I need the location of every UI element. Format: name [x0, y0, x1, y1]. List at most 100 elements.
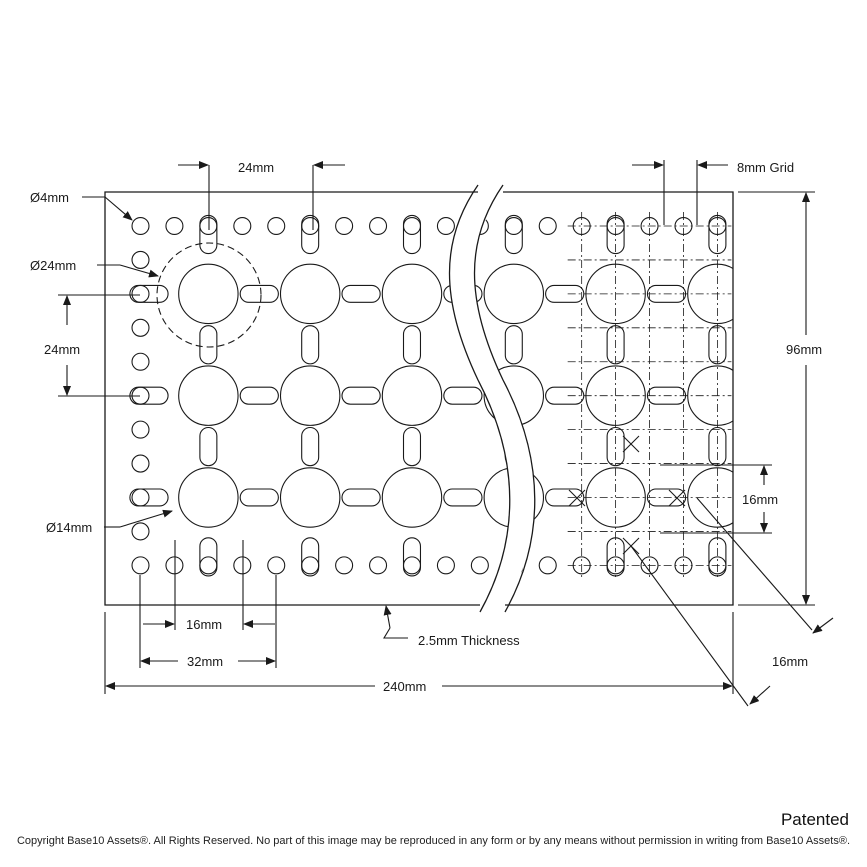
vertical-slot	[504, 537, 510, 577]
horizontal-slot	[239, 386, 279, 405]
horizontal-slot	[239, 284, 279, 303]
break-line-right	[473, 184, 536, 613]
small-hole	[267, 556, 286, 575]
dimension-left-24mm	[58, 294, 140, 397]
small-hole	[131, 420, 150, 439]
horizontal-slot	[545, 386, 585, 405]
cross-mark	[668, 489, 686, 507]
large-hole	[279, 365, 341, 426]
vertical-slot	[504, 426, 523, 467]
grid-centerlines	[567, 212, 732, 578]
label-240mm: 240mm	[383, 679, 426, 694]
small-hole	[402, 556, 422, 575]
vertical-slot	[402, 426, 422, 467]
label-d4: Ø4mm	[30, 190, 69, 205]
large-hole	[279, 263, 341, 325]
vertical-slot	[199, 214, 218, 255]
plate-left-outline	[104, 191, 480, 606]
label-thickness: 2.5mm Thickness	[418, 633, 520, 648]
horizontal-slot	[474, 488, 483, 507]
small-hole	[165, 216, 184, 236]
small-hole	[233, 556, 252, 575]
horizontal-slot	[341, 284, 381, 303]
vertical-slot	[504, 537, 523, 577]
vertical-slot	[504, 325, 510, 365]
small-hole	[131, 454, 150, 473]
vertical-slot	[302, 427, 319, 465]
break-line-left	[448, 184, 511, 613]
small-hole	[538, 216, 557, 236]
horizontal-slot	[129, 284, 169, 303]
label-diagonal-16mm: 16mm	[772, 654, 808, 669]
leader-d24-arrow	[119, 264, 159, 278]
vertical-slot	[199, 325, 218, 365]
label-d14: Ø14mm	[46, 520, 92, 535]
small-hole	[369, 216, 388, 236]
dimension-top-24mm	[178, 161, 345, 230]
small-hole	[131, 216, 150, 236]
small-hole	[369, 556, 388, 575]
copyright-notice: Copyright Base10 Assets®. All Rights Res…	[16, 835, 851, 847]
horizontal-slot	[474, 386, 483, 405]
leader-thickness	[383, 627, 408, 639]
horizontal-slot	[129, 488, 169, 507]
small-hole	[199, 556, 218, 575]
dimension-bottom-32mm	[139, 575, 277, 668]
small-hole	[131, 318, 150, 337]
vertical-slot	[199, 426, 218, 467]
small-hole	[504, 556, 523, 575]
label-right-16mm: 16mm	[742, 492, 778, 507]
cross-mark	[568, 489, 586, 507]
horizontal-slot	[443, 386, 483, 405]
horizontal-slot	[341, 488, 381, 507]
vertical-slot	[504, 426, 510, 467]
dimension-diagonal-16mm	[630, 497, 834, 707]
horizontal-slot	[240, 489, 278, 506]
large-hole	[483, 365, 510, 426]
horizontal-slot	[342, 489, 380, 506]
small-hole	[131, 488, 150, 507]
small-hole	[436, 216, 455, 236]
label-8mm-grid: 8mm Grid	[737, 160, 794, 175]
small-hole	[233, 216, 252, 236]
patented-label: Patented	[780, 810, 849, 829]
vertical-slot	[301, 214, 320, 255]
plate-right-outline	[503, 191, 734, 606]
small-hole	[301, 216, 320, 236]
label-bottom-16mm: 16mm	[186, 617, 222, 632]
dimension-right-16mm	[660, 464, 772, 534]
vertical-slot	[301, 537, 320, 577]
leader-d4-arrow	[104, 196, 133, 221]
vertical-slot	[199, 537, 218, 577]
vertical-slot	[200, 427, 217, 465]
vertical-slot	[302, 326, 319, 364]
small-hole	[436, 556, 455, 575]
small-hole	[267, 216, 286, 236]
horizontal-slot	[240, 387, 278, 404]
large-hole	[178, 263, 239, 325]
small-hole	[131, 522, 150, 541]
horizontal-slot	[545, 284, 585, 303]
small-hole	[131, 284, 150, 303]
dimension-8mm-grid	[632, 160, 728, 225]
horizontal-slot	[546, 387, 584, 404]
large-hole	[178, 365, 239, 426]
vertical-slot	[504, 214, 523, 255]
vertical-slot	[301, 325, 320, 365]
large-hole	[381, 263, 443, 325]
large-hole	[483, 467, 510, 528]
vertical-slot	[402, 325, 422, 365]
cross-mark	[622, 435, 640, 453]
horizontal-slot	[240, 285, 278, 302]
small-hole	[301, 556, 320, 575]
label-bottom-32mm: 32mm	[187, 654, 223, 669]
dimension-240mm	[104, 612, 734, 694]
label-d24: Ø24mm	[30, 258, 76, 273]
small-hole	[199, 216, 218, 236]
small-hole	[131, 250, 150, 269]
vertical-slot	[402, 537, 422, 577]
leader-d14-arrow	[119, 509, 173, 528]
large-hole	[483, 263, 545, 325]
small-hole	[640, 556, 659, 575]
small-hole	[504, 556, 510, 575]
